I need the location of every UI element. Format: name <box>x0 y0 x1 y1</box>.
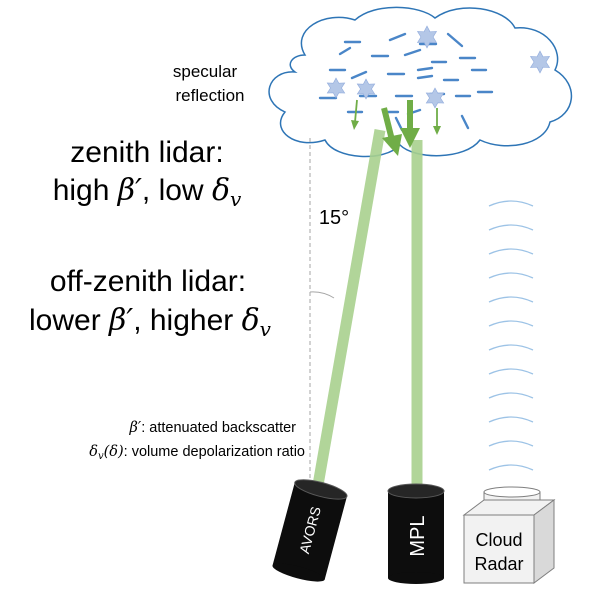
weak-return-arrow-2 <box>433 108 441 135</box>
legend-delta: δv(δ): volume depolarization ratio <box>89 444 305 462</box>
cloud <box>268 6 572 158</box>
radar-label-line1: Cloud <box>475 530 522 550</box>
ice-crystal <box>416 66 434 72</box>
offzenith-title: off-zenith lidar: <box>50 265 246 298</box>
snowflake-icon <box>326 77 346 99</box>
mpl-label: MPL <box>407 515 429 556</box>
radar-wave-arc <box>488 320 534 327</box>
radar-wave-arc <box>488 296 534 303</box>
specular-reflection-label-line1: specular <box>173 62 238 81</box>
specular-reflection-label-line2: reflection <box>176 86 245 105</box>
radar-wave-arc <box>488 440 534 447</box>
mpl-instrument: MPL <box>387 483 445 584</box>
radar-wave-arc <box>488 464 534 471</box>
radar-wave-arc <box>488 368 534 375</box>
offzenith-line2: lower β′, higher δv <box>29 303 272 341</box>
angle-arc <box>309 291 335 299</box>
snowflakes <box>326 25 551 109</box>
avors-instrument: AVORS <box>272 479 348 582</box>
ice-crystal <box>388 32 407 42</box>
backscatter-arrows <box>351 99 441 156</box>
radar-wave-arc <box>488 392 534 399</box>
radar-waves <box>488 200 534 471</box>
radar-wave-arc <box>488 344 534 351</box>
avors-beam <box>312 129 386 486</box>
weak-return-arrow-1 <box>351 99 359 130</box>
legend-beta: β′: attenuated backscatter <box>129 420 297 436</box>
radar-wave-arc <box>488 272 534 279</box>
radar-wave-arc <box>488 200 534 207</box>
radar-label-line2: Radar <box>474 554 523 574</box>
ice-crystal <box>460 114 470 130</box>
radar-wave-arc <box>488 224 534 231</box>
snowflake-icon <box>529 50 551 74</box>
snowflake-icon <box>356 78 376 100</box>
ice-crystal <box>350 70 368 80</box>
cloud-outline <box>268 6 572 158</box>
ice-crystal <box>416 74 434 80</box>
radar-wave-arc <box>488 416 534 423</box>
zenith-title: zenith lidar: <box>70 136 223 169</box>
ice-crystal <box>446 32 464 48</box>
angle-label: 15° <box>319 207 349 229</box>
radar-wave-arc <box>488 248 534 255</box>
cloud-radar: Cloud Radar <box>462 486 556 584</box>
zenith-line2: high β′, low δv <box>53 173 242 211</box>
snowflake-icon <box>425 87 445 109</box>
strong-return-arrow-1 <box>381 107 402 156</box>
strong-return-arrow-2 <box>400 100 420 148</box>
ice-crystal <box>338 46 352 56</box>
snowflake-icon <box>416 25 438 49</box>
ice-crystal <box>403 48 422 57</box>
